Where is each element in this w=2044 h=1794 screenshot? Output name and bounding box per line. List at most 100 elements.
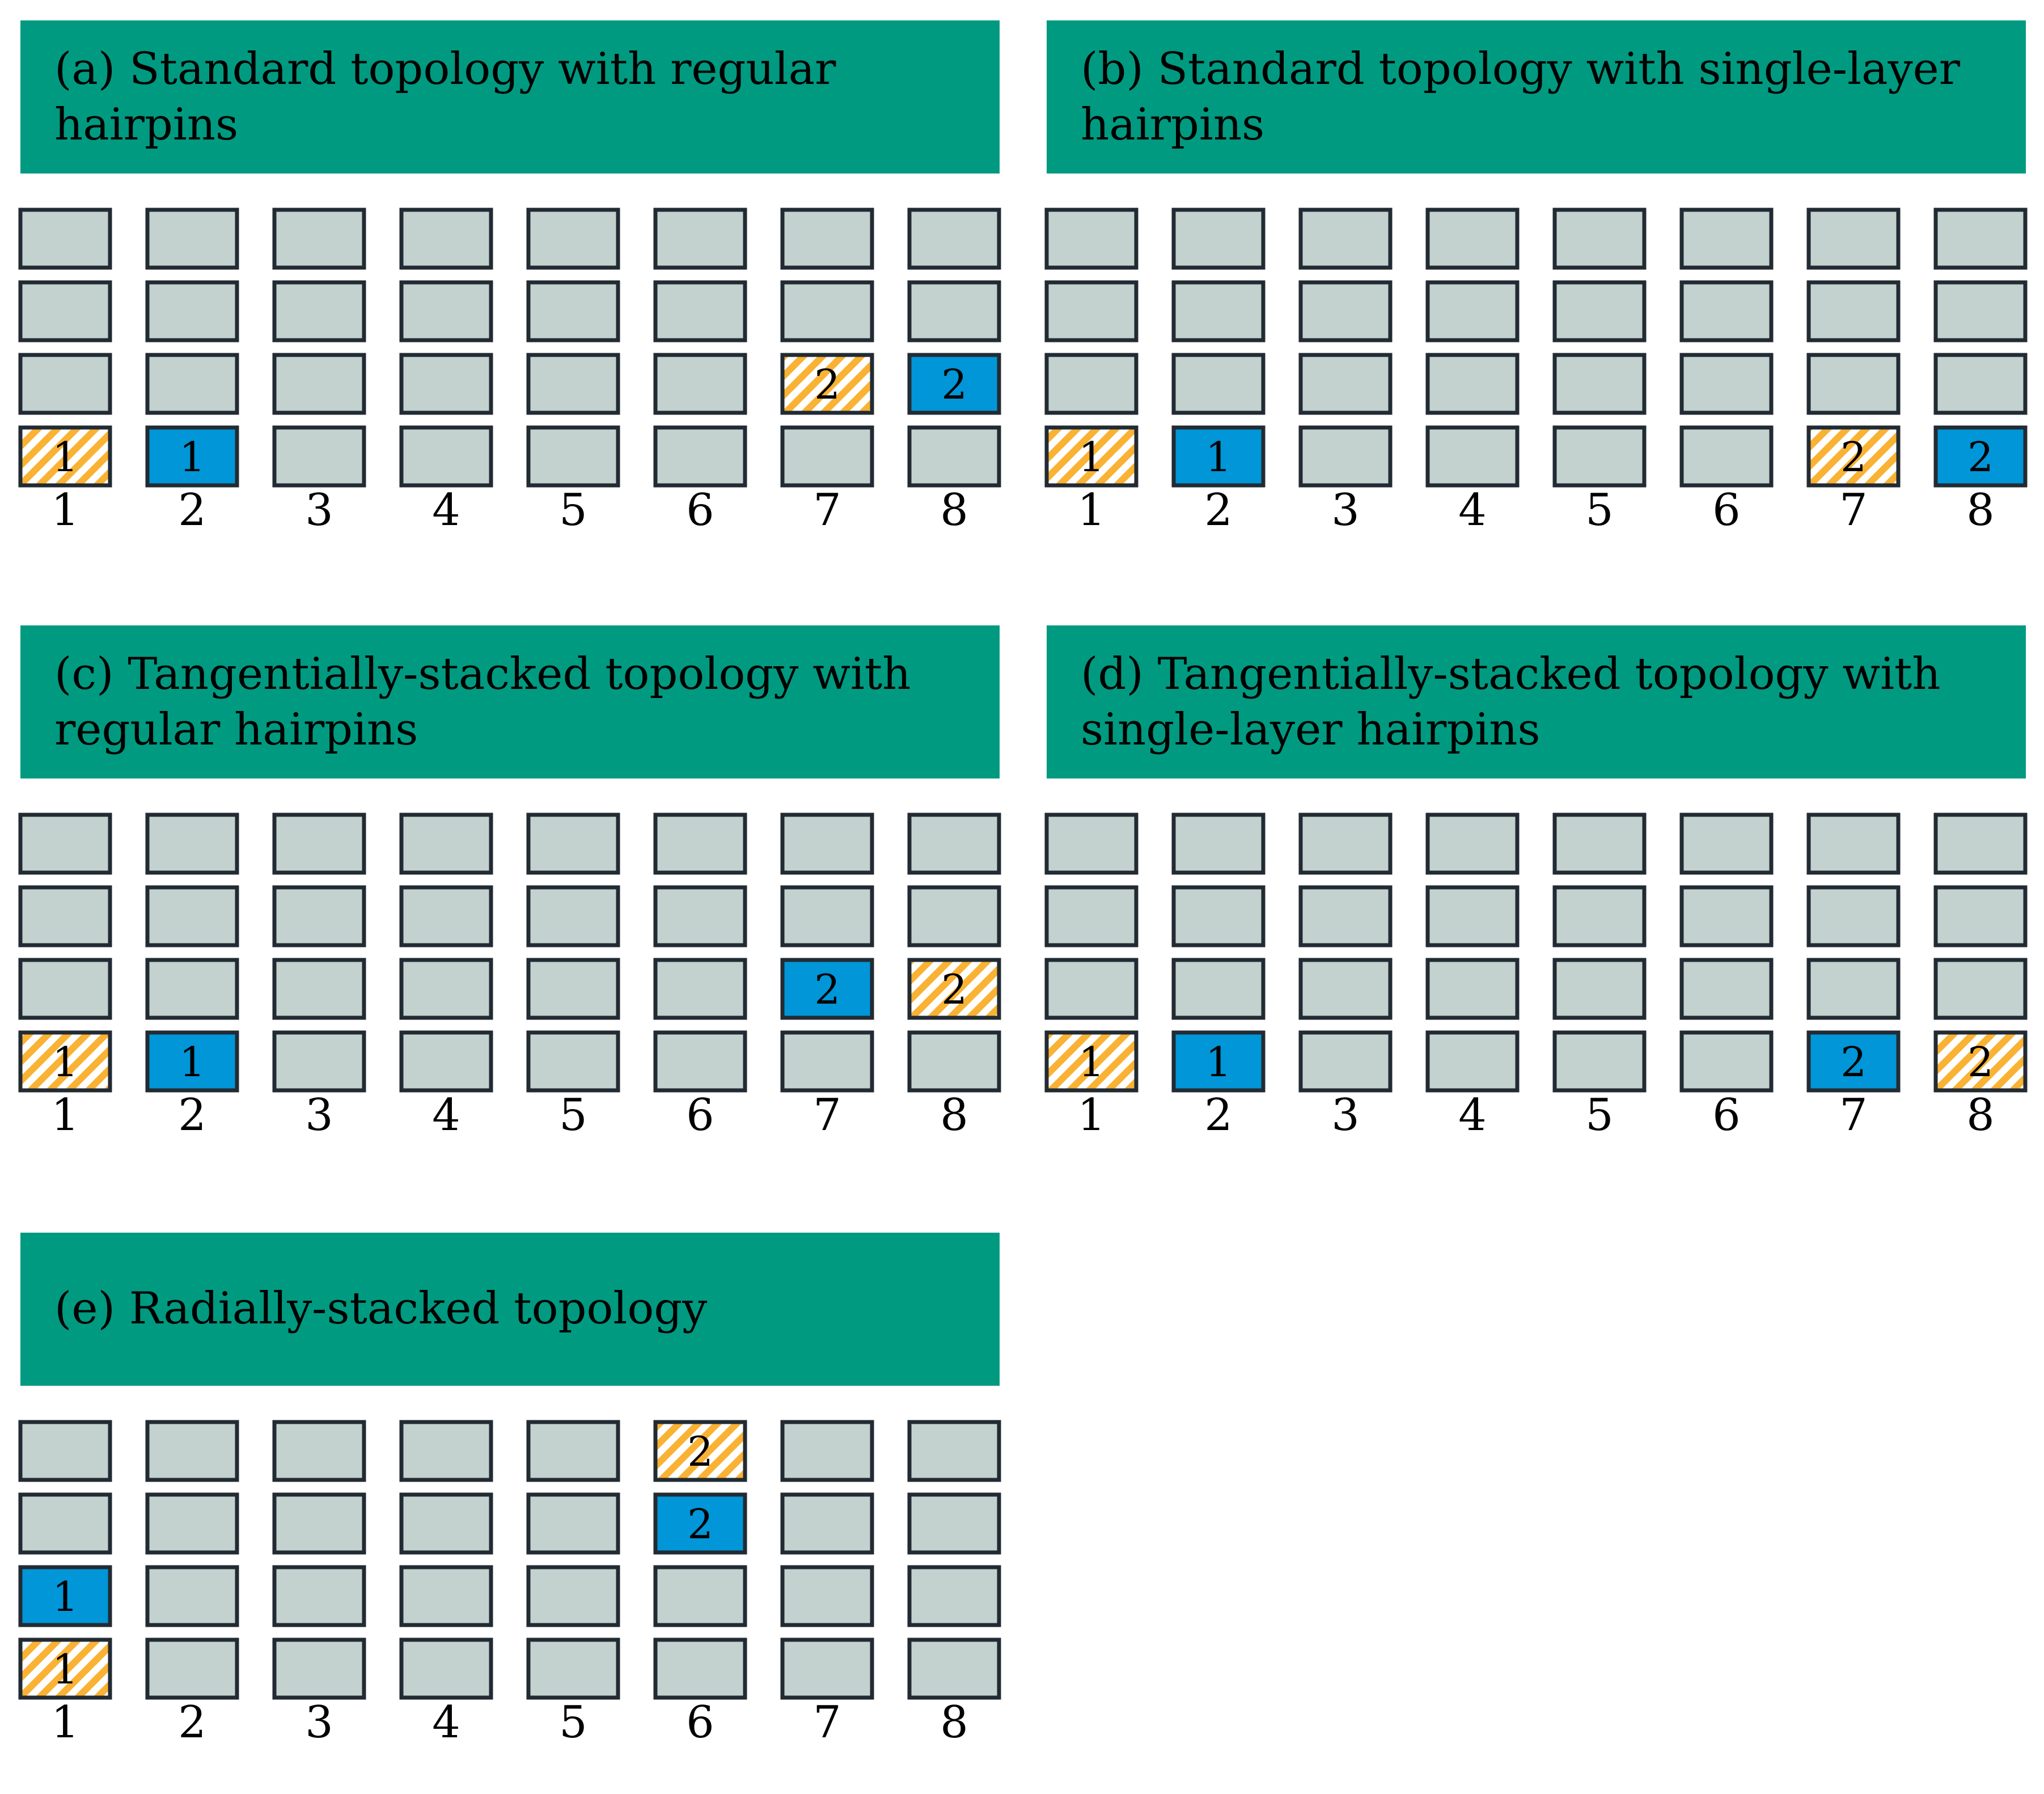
slot-cell [780,280,874,342]
slot-cell [1679,813,1774,875]
slot-cell [1552,425,1647,488]
slot-cell [145,885,239,947]
panel-d-title-line-1: (d) Tangentially-stacked topology with [1081,649,1941,700]
panel-a-header [20,20,1000,174]
slot-number-label: 8 [1966,485,1995,536]
slot-cell [145,280,239,342]
slot-number-label: 5 [1585,1090,1614,1141]
panel-a-title-line-1: (a) Standard topology with regular [54,44,836,95]
panel-e-header [20,1233,1000,1386]
slot-number-label: 3 [305,1090,333,1141]
slot-cell [653,885,747,947]
slot-cell [526,280,620,342]
slot-cell [907,208,1001,270]
slot-cell [145,1492,239,1555]
slot-cell [1298,813,1393,875]
slot-cell [780,1030,874,1093]
slot-cell [653,353,747,415]
conductor-label: 1 [179,433,205,481]
slot-cell [780,1565,874,1627]
slot-cell [1298,353,1393,415]
slot-cell [526,885,620,947]
conductor-slot-blue [1806,1030,1901,1093]
slot-cell [526,1492,620,1555]
slot-cell [399,353,493,415]
slot-cell [1171,958,1266,1020]
slot-number-label: 1 [51,1090,79,1141]
panel-b: (b) Standard topology with single-layerh… [1044,20,2028,536]
slot-number-label: 7 [813,1090,841,1141]
slot-cell [1171,813,1266,875]
slot-cell [780,1420,874,1482]
slot-number-label: 8 [1966,1090,1995,1141]
slot-cell [1298,958,1393,1020]
slot-cell [1679,425,1774,488]
slot-cell [1044,885,1139,947]
slot-cell [1552,353,1647,415]
slot-cell [145,208,239,270]
slot-cell [272,1420,366,1482]
slot-number-label: 4 [432,485,460,536]
slot-cell [526,425,620,488]
slot-cell [907,813,1001,875]
slot-cell [272,425,366,488]
slot-number-label: 3 [305,485,333,536]
slot-cell [1806,813,1901,875]
slot-cell [653,1030,747,1093]
slot-cell [1933,813,2028,875]
slot-cell [1806,353,1901,415]
slot-number-label: 1 [51,485,79,536]
slot-cell [272,1030,366,1093]
slot-number-label: 8 [940,1090,968,1141]
panel-a-title-line-2: hairpins [54,99,238,150]
slot-cell [272,885,366,947]
slot-cell [1171,353,1266,415]
conductor-slot-hatched [1933,1030,2028,1093]
slot-cell [145,353,239,415]
slot-cell [780,885,874,947]
slot-cell [145,958,239,1020]
slot-cell [526,958,620,1020]
conductor-label: 1 [1078,1038,1104,1086]
slot-cell [1171,885,1266,947]
slot-cell [145,1565,239,1627]
slot-cell [526,1030,620,1093]
slot-cell [18,280,112,342]
conductor-label: 1 [52,1645,78,1693]
slot-cell [145,1420,239,1482]
slot-number-label: 1 [51,1697,79,1748]
slot-number-label: 5 [1585,485,1614,536]
conductor-slot-hatched [653,1420,747,1482]
slot-cell [526,1565,620,1627]
slot-cell [1425,425,1520,488]
conductor-label: 1 [52,1573,78,1620]
slot-cell [526,353,620,415]
slot-cell [399,1030,493,1093]
panel-d: (d) Tangentially-stacked topology withsi… [1044,625,2028,1141]
slot-cell [1679,208,1774,270]
slot-cell [399,425,493,488]
slot-cell [399,1492,493,1555]
conductor-slot-hatched [18,425,112,488]
slot-cell [653,958,747,1020]
slot-cell [1171,208,1266,270]
slot-cell [780,813,874,875]
slot-cell [1552,885,1647,947]
slot-cell [907,1565,1001,1627]
slot-number-label: 2 [1204,485,1233,536]
conductor-slot-blue [145,425,239,488]
slot-cell [1425,208,1520,270]
panel-c-title-line-1: (c) Tangentially-stacked topology with [54,649,911,700]
slot-cell [399,208,493,270]
conductor-slot-blue [18,1565,112,1627]
slot-cell [1425,353,1520,415]
conductor-label: 1 [52,433,78,481]
slot-number-label: 3 [305,1697,333,1748]
slot-cell [1044,353,1139,415]
conductor-label: 2 [687,1500,713,1548]
slot-cell [272,958,366,1020]
slot-cell [399,813,493,875]
slot-number-label: 7 [1839,485,1868,536]
conductor-label: 1 [1078,433,1104,481]
panel-c-title-line-2: regular hairpins [54,704,418,755]
